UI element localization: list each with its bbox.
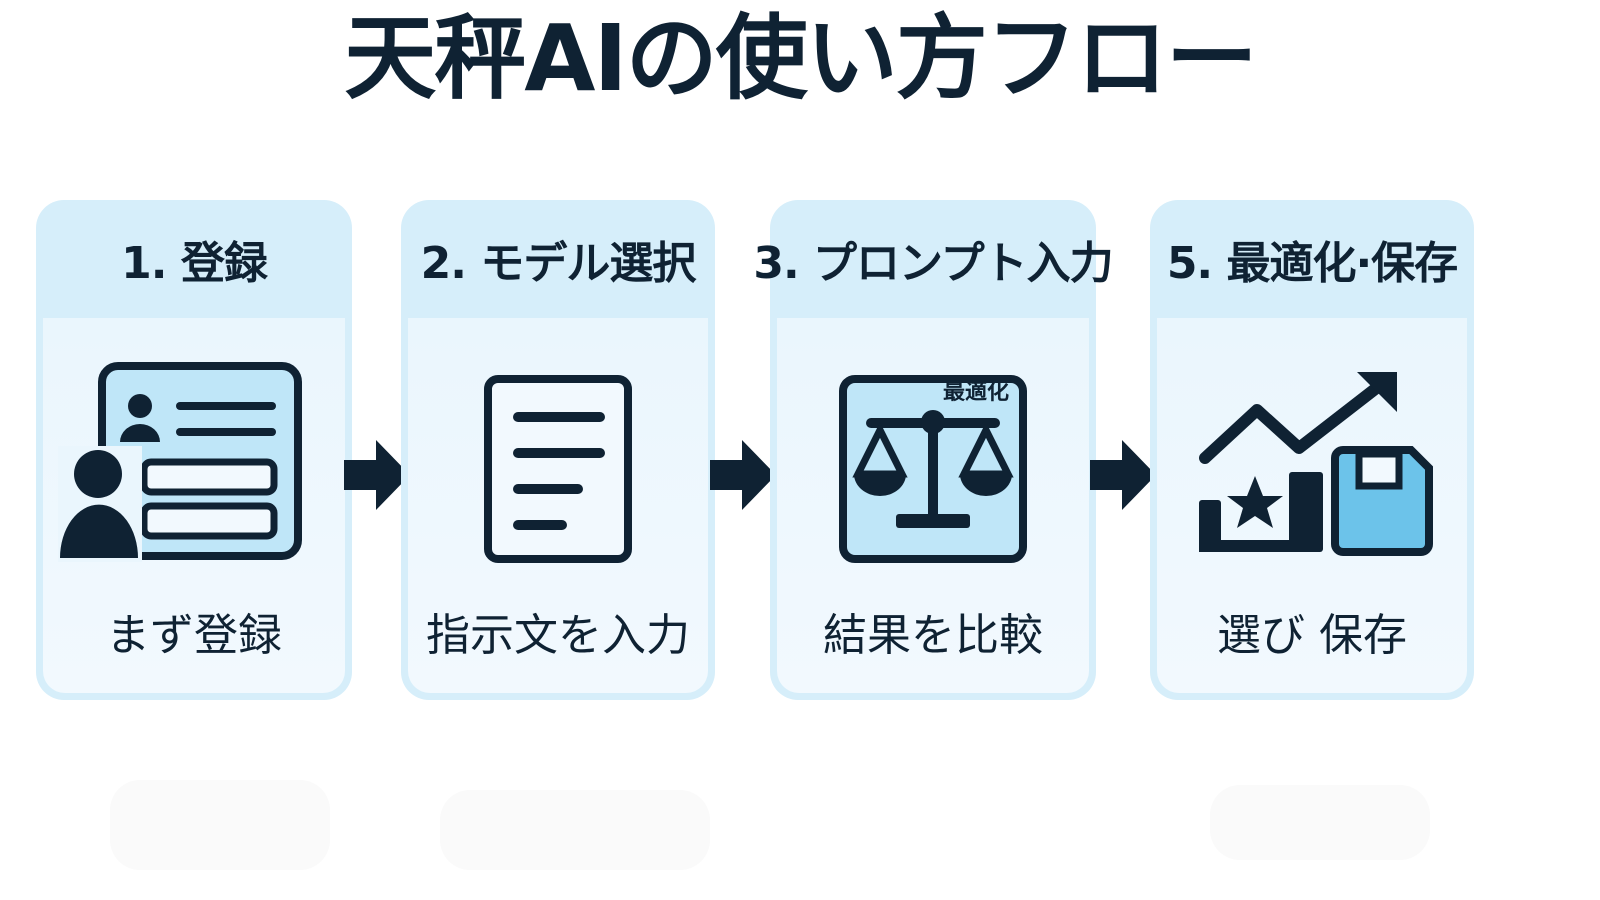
- step-card-model-select: 2. モデル選択 指示文を入力: [401, 200, 715, 700]
- step-body: まず登録: [43, 318, 345, 693]
- step-caption: 指示文を入力: [426, 610, 690, 661]
- step-body: 指示文を入力: [408, 318, 708, 693]
- step-caption: 選び 保存: [1217, 610, 1407, 661]
- right-arrow-icon: [1088, 440, 1158, 514]
- right-arrow-icon: [708, 440, 778, 514]
- ghost-shape: [110, 780, 330, 870]
- step-body: 最適化 結果を比較: [777, 318, 1089, 693]
- step-heading: 2. モデル選択: [420, 238, 697, 289]
- page-title: 天秤AIの使い方フロー: [344, 5, 1257, 112]
- ghost-shape: [1210, 785, 1430, 860]
- step-caption: まず登録: [106, 610, 282, 661]
- step-heading: 1. 登録: [121, 238, 268, 289]
- right-arrow-icon: [342, 440, 412, 514]
- document-icon: [483, 374, 633, 568]
- icon-overlay-label: 最適化: [943, 380, 1010, 405]
- ghost-shape: [440, 790, 710, 870]
- step-caption: 結果を比較: [823, 610, 1043, 661]
- chart-save-icon: [1197, 368, 1437, 562]
- registration-form-icon: [58, 362, 308, 566]
- step-body: 選び 保存: [1157, 318, 1467, 693]
- step-heading: 3. プロンプト入力: [753, 238, 1113, 289]
- balance-scale-icon: [838, 374, 1028, 568]
- step-card-optimize-save: 5. 最適化·保存 選び 保存: [1150, 200, 1474, 700]
- step-heading: 5. 最適化·保存: [1166, 238, 1458, 289]
- step-card-register: 1. 登録 まず登録: [36, 200, 352, 700]
- step-card-prompt-input: 3. プロンプト入力 最適化 結果を比較: [753, 200, 1114, 700]
